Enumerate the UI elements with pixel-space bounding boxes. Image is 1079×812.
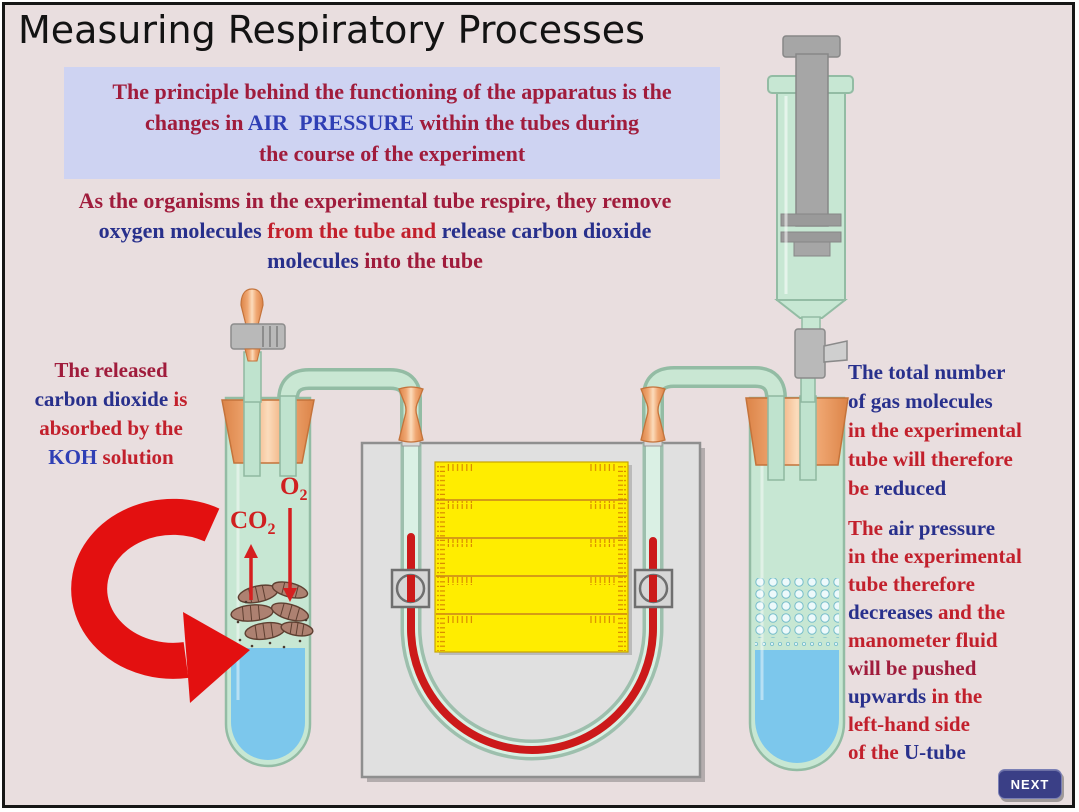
card-tick-comb <box>447 577 473 585</box>
right-bung-tube-stub <box>767 395 785 481</box>
gas-note-line: of gas molecules <box>848 389 993 413</box>
card-tick-comb <box>590 539 616 547</box>
pressure-note-line: left-hand side <box>848 712 970 736</box>
koh-note-line: absorbed by the <box>39 416 183 440</box>
card-tick-comb <box>590 463 616 471</box>
principle-line-1: The principle behind the functioning of … <box>112 79 672 104</box>
u-tube <box>400 443 664 761</box>
card-tick-comb <box>447 539 473 547</box>
left-clamp <box>390 568 431 609</box>
valve-handle <box>240 288 264 326</box>
left-bung-tube-stub <box>279 395 297 477</box>
right-bung-tube-stub <box>799 395 817 481</box>
tube-liquid <box>231 648 305 760</box>
page-title: Measuring Respiratory Processes <box>18 8 645 52</box>
syringe-stopcock <box>794 328 826 379</box>
manometer-fluid <box>407 533 657 754</box>
gas-molecules-note: The total number of gas molecules in the… <box>848 358 1076 503</box>
o2-down-arrow <box>283 508 297 602</box>
respire-paragraph: As the organisms in the experimental tub… <box>6 186 744 276</box>
barrel-taper <box>774 299 848 319</box>
left-valve <box>230 288 286 403</box>
principle-line-3: the course of the experiment <box>258 141 526 166</box>
debris-dots <box>236 600 308 649</box>
plunger-tip <box>793 241 831 257</box>
principle-box: The principle behind the functioning of … <box>64 67 720 179</box>
next-button[interactable]: NEXT <box>998 769 1062 799</box>
pressure-note-line: in the experimental <box>848 544 1022 568</box>
pressure-note-line: of the U-tube <box>848 740 966 764</box>
tube-liquid <box>755 650 839 763</box>
pressure-note-line: will be pushed <box>848 656 977 680</box>
right-tube <box>748 396 846 772</box>
koh-note-line: The released <box>54 358 168 382</box>
card-tick-comb <box>447 501 473 509</box>
right-rubber-connector <box>640 386 666 443</box>
koh-note-line: KOH solution <box>48 445 174 469</box>
card-left-ruler-ticks <box>437 463 445 651</box>
koh-note-line: carbon dioxide is <box>34 387 188 411</box>
principle-line-2: changes in AIR PRESSURE within the tubes… <box>145 110 639 135</box>
pressure-note-line: manometer fluid <box>848 628 998 652</box>
koh-note: The released carbon dioxide is absorbed … <box>6 356 216 472</box>
pressure-note-line: upwards in the <box>848 684 983 708</box>
glass-beads-small <box>755 638 839 648</box>
card-tick-comb <box>590 501 616 509</box>
respire-line-2: oxygen molecules from the tube and relea… <box>98 218 652 243</box>
card-tick-comb <box>447 463 473 471</box>
left-bung-tube-stub <box>243 395 261 477</box>
gas-note-line: tube will therefore <box>848 447 1013 471</box>
card-tick-comb <box>447 615 473 623</box>
gas-note-line: be reduced <box>848 476 947 500</box>
o2-label: O2 <box>280 473 308 504</box>
gas-note-line: The total number <box>848 360 1006 384</box>
gas-note-line: in the experimental <box>848 418 1022 442</box>
pressure-note-line: tube therefore <box>848 572 975 596</box>
respire-line-1: As the organisms in the experimental tub… <box>78 188 672 213</box>
card-right-ruler-ticks <box>618 463 626 651</box>
left-rubber-connector <box>398 386 424 443</box>
big-red-arrow <box>71 498 250 703</box>
card-tick-comb <box>590 577 616 585</box>
glass-beads <box>755 578 839 638</box>
stopcock-handle <box>823 340 848 363</box>
plunger-rod <box>795 53 829 227</box>
air-pressure-note: The air pressure in the experimental tub… <box>848 514 1076 766</box>
card <box>434 461 629 653</box>
respire-line-3: molecules into the tube <box>267 248 483 273</box>
co2-label: CO2 <box>230 507 276 538</box>
left-bung <box>221 399 315 464</box>
co2-up-arrow <box>244 544 258 600</box>
right-clamp <box>633 568 674 609</box>
plunger-seal <box>780 231 842 243</box>
valve-taper <box>244 348 261 362</box>
pressure-note-line: decreases and the <box>848 600 1006 624</box>
right-bung <box>745 397 849 466</box>
manometer-scale-card <box>434 461 632 655</box>
syringe <box>767 35 854 403</box>
card-tick-comb <box>590 615 616 623</box>
plunger-seal <box>780 213 842 227</box>
pressure-note-line: The air pressure <box>848 516 996 540</box>
